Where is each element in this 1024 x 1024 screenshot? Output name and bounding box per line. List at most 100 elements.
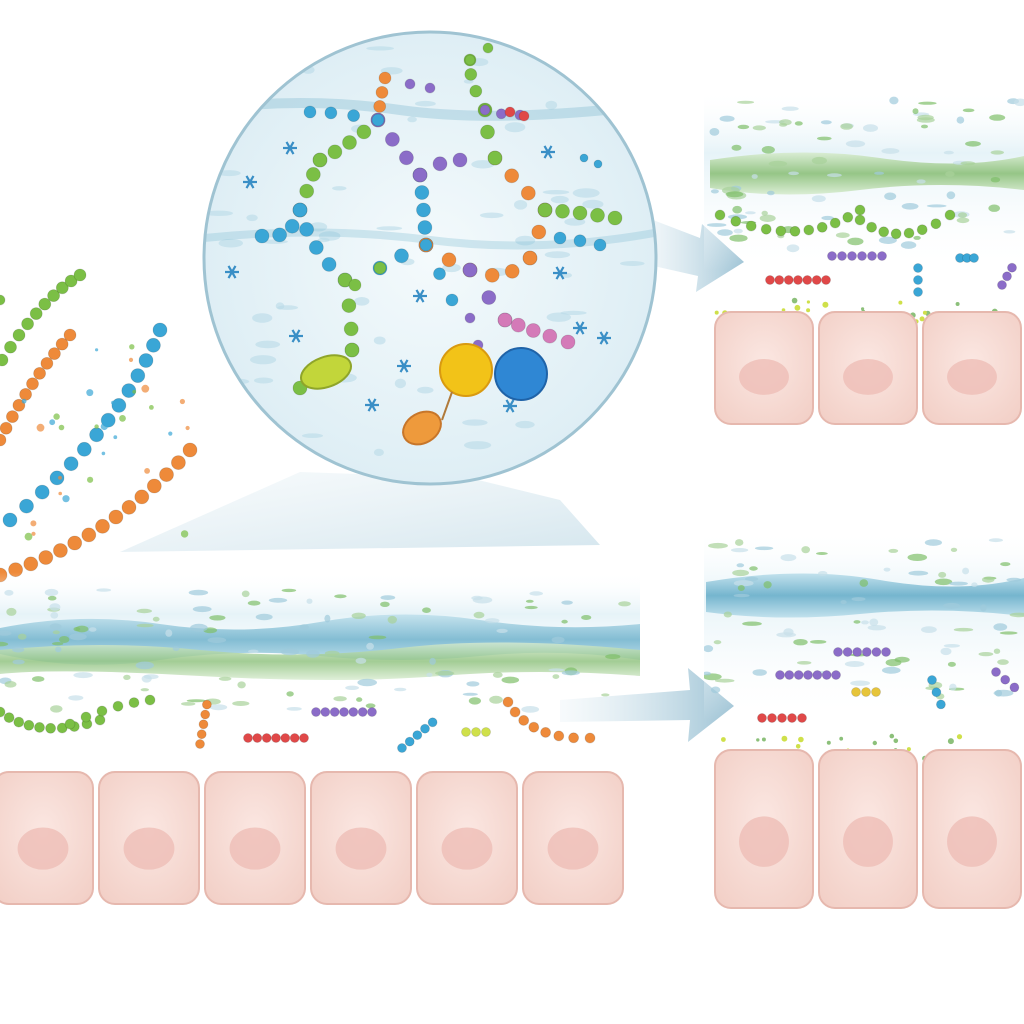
mucus-speck (574, 72, 583, 79)
sugar-bead (913, 263, 923, 273)
mucus-speck (714, 678, 735, 683)
mucus-speck (6, 607, 17, 616)
mucus-speck (254, 377, 274, 384)
sugar-bead (371, 113, 385, 127)
mucus-speck (255, 340, 281, 349)
mucus-speck (709, 127, 720, 136)
sugar-bead (394, 248, 409, 264)
particle (781, 308, 786, 312)
sugar-bead (775, 225, 787, 237)
mucus-speck (209, 704, 228, 711)
mucus-speck (69, 633, 87, 641)
glycan-chain (464, 42, 494, 66)
mucus-speck (962, 108, 975, 113)
mucus-speck (751, 174, 758, 179)
mucus-speck (306, 650, 320, 658)
glyph-core (545, 149, 551, 155)
mucus-speck (908, 570, 929, 576)
sugar-glyph (597, 331, 611, 345)
mucus-speck (978, 652, 994, 657)
sugar-bead (312, 152, 328, 168)
glyph-core (293, 333, 299, 339)
mucus-speck (611, 393, 635, 400)
mucus-speck (0, 630, 12, 636)
sugar-bead (81, 527, 97, 543)
mucus-speck (947, 661, 956, 667)
glyph-core (369, 402, 375, 408)
particle (31, 531, 36, 536)
sugar-bead (12, 328, 26, 342)
mucus-speck (143, 674, 159, 680)
mucus-speck (572, 188, 600, 198)
sugar-bead (784, 670, 795, 680)
mucus-speck (840, 600, 847, 605)
mucus-speck (376, 226, 403, 231)
mucus-speck (990, 150, 1004, 155)
mucus-speck (811, 195, 826, 203)
particle (898, 300, 903, 305)
particle (101, 451, 106, 456)
mucus-speck (415, 100, 436, 107)
sugar-bead (857, 251, 867, 261)
epithelial-cell-row (714, 749, 1022, 909)
sugar-bead (21, 317, 35, 331)
mucus-speck (820, 120, 832, 125)
mucus-speck (309, 222, 328, 232)
sugar-bead (461, 727, 471, 737)
mucus-speck (713, 640, 722, 645)
mucus-speck (921, 626, 937, 633)
mucus-speck (188, 589, 209, 596)
nucleus (739, 359, 789, 395)
particle (893, 738, 899, 744)
sugar-bead (111, 397, 127, 413)
sugar-bead (803, 224, 815, 236)
mucin-molecule (991, 667, 1020, 693)
mucus-speck (949, 581, 968, 586)
particle (955, 302, 960, 306)
sugar-bead (573, 234, 587, 248)
mucus-speck (525, 599, 534, 603)
glycan-chain (0, 442, 198, 583)
mucus-speck (306, 598, 313, 604)
mucus-speck (365, 703, 376, 709)
mucus-speck (50, 612, 59, 619)
sugar-bead (464, 68, 478, 81)
epithelial-cell (204, 771, 306, 905)
sugar-bead (182, 442, 198, 458)
mucus-speck (286, 691, 294, 697)
mucin-molecule (311, 707, 377, 717)
sugar-bead (55, 337, 69, 351)
mucus-speck (52, 630, 60, 635)
mucus-speck (793, 639, 808, 646)
sugar-bead (821, 670, 832, 680)
sugar-bead (320, 707, 331, 717)
mucus-speck (719, 115, 735, 122)
sugar-bead (280, 733, 291, 743)
mucus-speck (32, 676, 45, 682)
mucus-speck (373, 448, 384, 456)
sugar-bead (441, 252, 457, 268)
mucus-speck (810, 640, 827, 644)
sugar-bead (420, 723, 430, 734)
sugar-bead (777, 713, 787, 723)
sugar-bead (852, 647, 863, 657)
sugar-bead (833, 647, 843, 657)
mucus-speck (997, 659, 1009, 665)
sugar-bead (827, 251, 837, 261)
mucus-speck (356, 697, 363, 702)
sugar-glyph (243, 175, 257, 189)
sugar-bead (479, 104, 491, 116)
epithelial-cell (714, 311, 814, 425)
sugar-bead (373, 100, 387, 113)
mucus-speck (859, 579, 869, 587)
sugar-bead (495, 108, 507, 120)
mucus-speck (938, 571, 947, 578)
sugar-bead (195, 739, 205, 749)
sugar-bead (375, 86, 389, 99)
mucus-speck (73, 672, 93, 679)
mucus-speck (993, 648, 1001, 654)
sugar-bead (469, 84, 483, 98)
mucin-molecule (757, 713, 807, 723)
sugar-bead (793, 275, 803, 285)
